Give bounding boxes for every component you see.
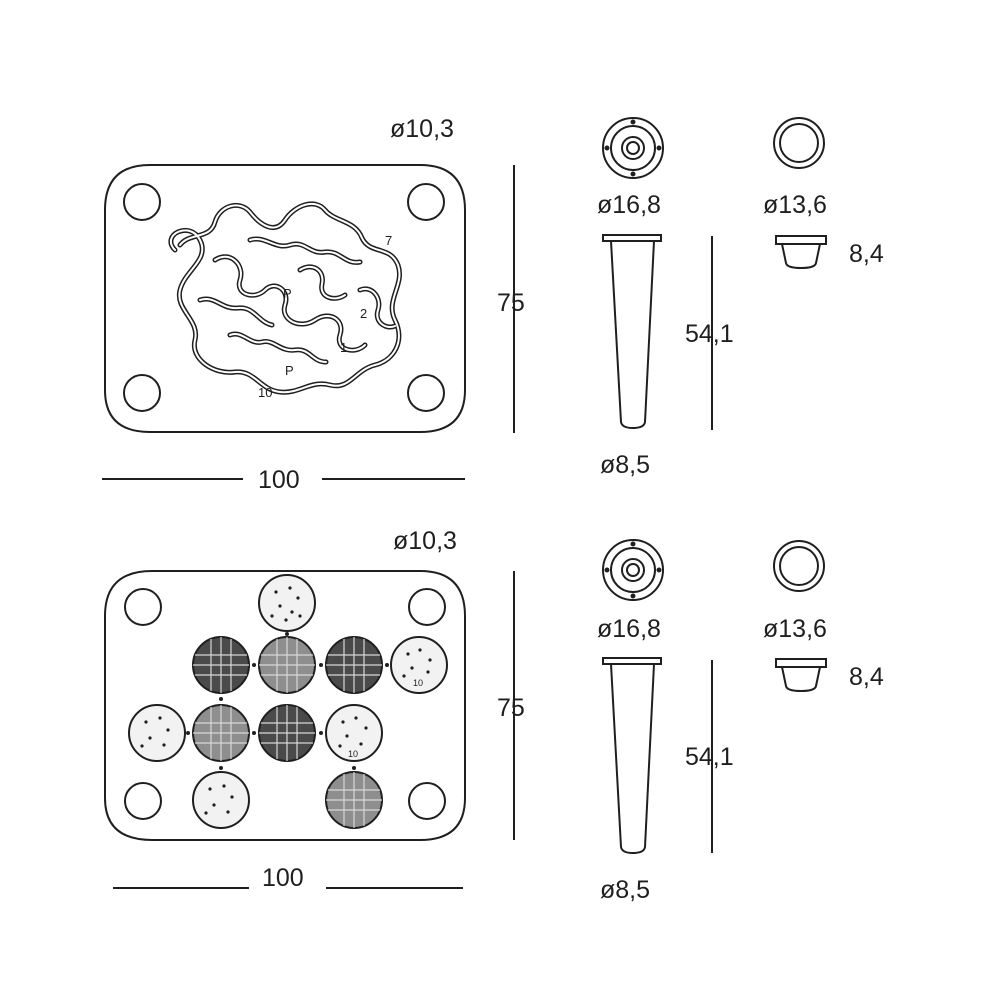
bottom-hole-tr [408,588,446,626]
top-cap-height-label: 8,4 [849,240,884,268]
bottom-hole-diameter-label: ø10,3 [393,527,457,555]
bottom-hole-br [408,782,446,820]
cell-light: 10 [390,636,448,694]
cell-connectors [186,632,389,770]
bottom-leg-base-top-view [602,539,664,601]
cell-label-10b: 10 [348,749,358,759]
bottom-assembly: 10 10 [104,527,884,904]
bottom-leg-foot-diameter-label: ø8,5 [600,876,650,904]
top-leg-side-view [602,234,662,430]
bottom-leg-side-view [602,657,662,855]
bottom-cap-height-label: 8,4 [849,663,884,691]
top-leg-height-label: 54,1 [685,320,734,348]
bottom-cap-top-view [773,540,825,592]
top-cap-diameter-label: ø13,6 [763,191,827,219]
top-maze-label-p1: P [283,286,292,301]
top-hole-br [407,374,445,412]
top-width-label: 100 [258,466,300,494]
top-base-diameter-label: ø16,8 [597,191,661,219]
top-maze-label-p2: P [285,363,294,378]
bottom-game-cells: 10 10 [128,574,448,829]
top-maze-pattern-inner [169,202,401,394]
bottom-cap-diameter-label: ø13,6 [763,615,827,643]
cell-label-10: 10 [413,678,423,688]
bottom-cap-side-view [775,658,827,693]
top-leg-base-top-view [602,117,664,179]
top-hole-diameter-label: ø10,3 [390,115,454,143]
top-maze-label-7: 7 [385,233,392,248]
cell-light [128,704,186,762]
top-leg-foot-diameter-label: ø8,5 [600,451,650,479]
bottom-base-diameter-label: ø16,8 [597,615,661,643]
cell-light [258,574,316,632]
top-cap-top-view [773,117,825,169]
bottom-hole-bl [124,782,162,820]
cell-light [192,771,250,829]
bottom-hole-tl [124,588,162,626]
bottom-height-label: 75 [497,694,525,722]
cell-light: 10 [325,704,383,762]
top-hole-bl [123,374,161,412]
top-hole-tl [123,183,161,221]
top-maze-label-10: 10 [258,385,272,400]
top-height-label: 75 [497,289,525,317]
top-assembly: 10 2 7 P P 1 ø10,3 75 100 ø16,8 [102,115,884,494]
top-hole-tr [407,183,445,221]
top-cap-side-view [775,235,827,270]
cell-grid-lines [193,637,382,828]
top-maze-label-2: 2 [360,306,367,321]
bottom-leg-height-label: 54,1 [685,743,734,771]
bottom-width-label: 100 [262,864,304,892]
top-maze-label-1: 1 [340,340,347,355]
